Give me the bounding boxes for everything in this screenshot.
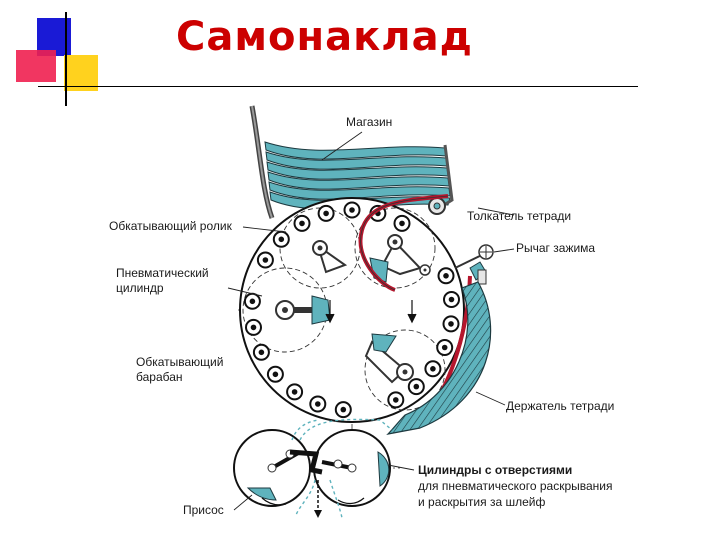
pneumatic-cylinder-arm (275, 295, 331, 325)
label-drum-1: Обкатывающий (136, 355, 223, 369)
rolling-drum (239, 197, 465, 423)
lower-crank (364, 333, 414, 384)
rotation-arrows (261, 300, 417, 506)
label-clamp: Рычаг зажима (516, 241, 595, 255)
label-roller: Обкатывающий ролик (109, 219, 233, 233)
leader-lines (227, 131, 515, 511)
deco-red-square (16, 50, 56, 82)
page-title: Самонаклад (176, 14, 473, 60)
label-magazine: Магазин (346, 115, 392, 129)
deco-vertical-line (65, 12, 67, 106)
roller-axle (448, 321, 454, 327)
label-cylinders-2: для пневматического раскрывания (418, 479, 612, 493)
roller-axle (413, 383, 420, 390)
label-pneumatic-2: цилиндр (116, 281, 164, 295)
upper-crank (312, 240, 348, 274)
labels: Магазин Обкатывающий ролик Пневматически… (109, 115, 614, 517)
signature-holder (386, 281, 492, 435)
roller-axle (430, 366, 436, 372)
air-flow-lines (291, 418, 393, 519)
right-crank (369, 234, 422, 283)
title-rule (38, 86, 638, 87)
label-cylinders-1: Цилиндры с отверстиями (418, 463, 572, 477)
label-holder: Держатель тетради (506, 399, 614, 413)
roller-axle (315, 401, 321, 407)
roller-axle (393, 397, 399, 403)
label-drum-2: барабан (136, 370, 183, 384)
deco-yellow-square (64, 55, 98, 91)
signature-black (289, 449, 323, 475)
roller-axle (349, 207, 355, 213)
clamp-lever (419, 244, 494, 285)
opening-cylinders (233, 429, 391, 507)
roller-axle (448, 296, 455, 303)
roller-axle (441, 344, 448, 351)
roller-axle (278, 236, 285, 243)
roller-axle (443, 273, 449, 279)
label-pneumatic-1: Пневматический (116, 266, 209, 280)
roller-group (243, 201, 460, 419)
roller-axle (258, 349, 265, 356)
roller-axle (250, 324, 257, 331)
roller-axle (272, 371, 279, 378)
label-pusher: Толкатель тетради (467, 209, 571, 223)
roller-axle (323, 210, 329, 217)
roller-axle (249, 298, 256, 305)
label-suction: Присос (183, 503, 224, 517)
label-cylinders-3: и раскрытия за шлейф (418, 495, 545, 509)
roller-axle (299, 220, 305, 227)
roller-axle (399, 220, 405, 227)
roller-axle (291, 389, 298, 395)
roller-axle (262, 257, 269, 263)
roller-axle (340, 406, 347, 413)
